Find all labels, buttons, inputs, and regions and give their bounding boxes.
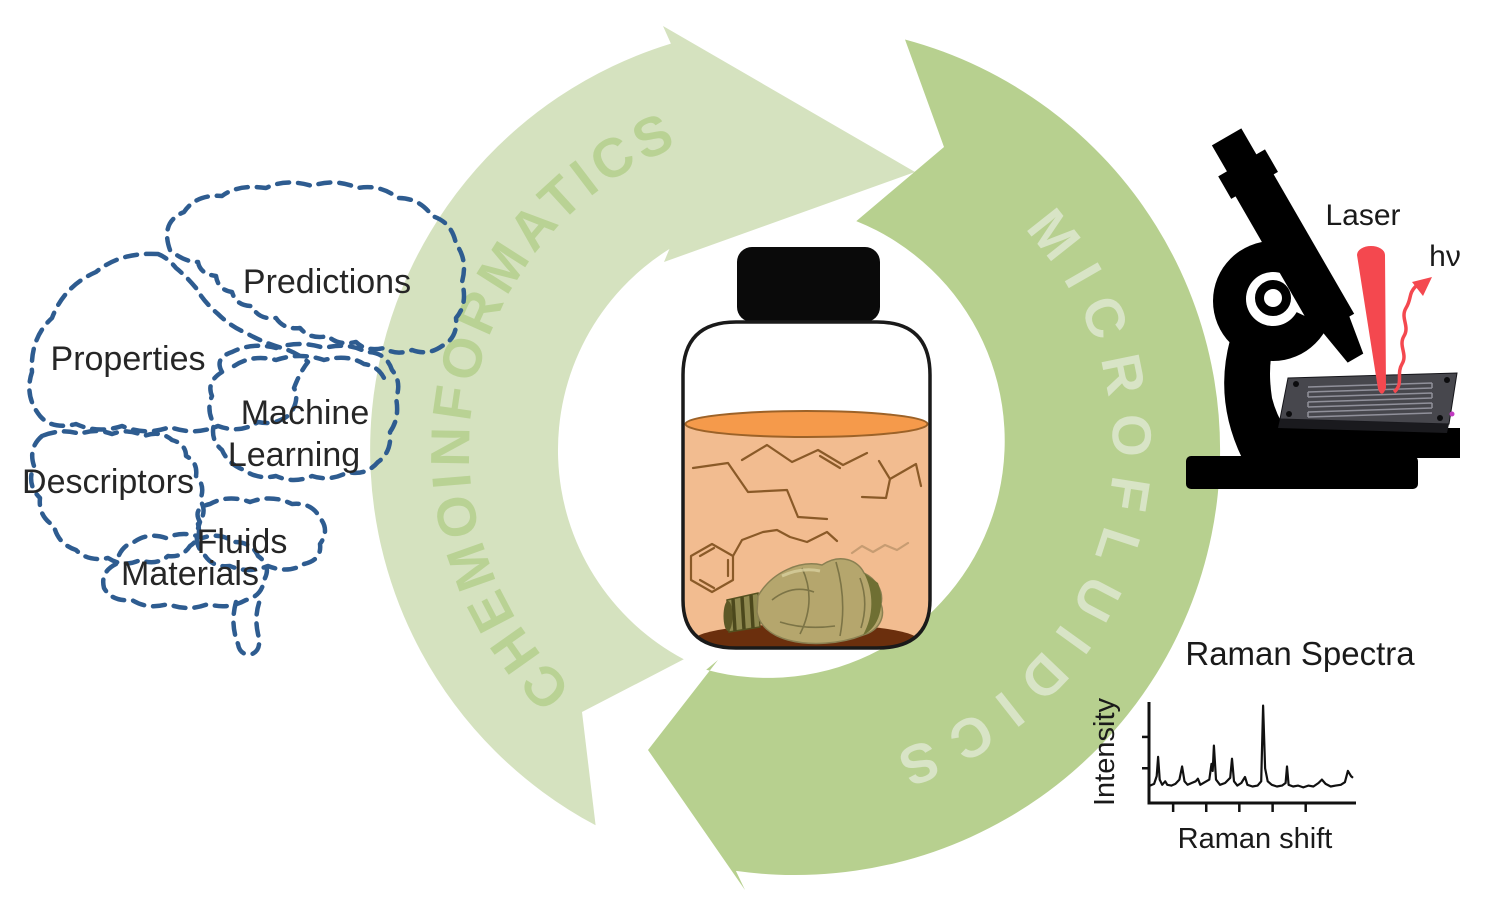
spectrum-xlabel: Raman shift [1178,823,1333,855]
brain-lobe-fluids [194,496,328,573]
dissolved-molecules [689,443,923,594]
bottle-neck-rings [731,594,755,632]
spectrum-ylabel: Intensity [1089,698,1121,806]
molecule-alkene-chain [740,443,869,467]
brain-lobe-machine-learning [207,341,401,483]
chip-corner-screws [1286,377,1450,421]
brain-lobe-materials [101,531,270,611]
spectrum-x-ticks [1171,803,1307,812]
brain-lobe-predictions [164,180,467,355]
microscope-tube [1211,128,1364,363]
laser-beam [1357,246,1386,394]
laser-label: Laser [1325,199,1400,232]
label-fluids: Fluids [197,523,288,561]
chip-front-edge [1278,419,1449,433]
bottle-highlight [781,568,821,578]
sample-jar [681,247,932,650]
molecule-faint-zigzag [850,541,910,555]
brain-stem [231,597,263,657]
jar-cap [737,247,880,322]
label-machine: Machine [241,394,370,432]
scattered-photon-arrow [1392,277,1432,394]
brain-labels: Predictions Properties Machine Learning … [22,263,411,593]
label-predictions: Predictions [243,263,411,301]
spectrum-curve [1149,704,1354,789]
raman-spectrum-plot: Raman Spectra Intensity Raman shift [1089,635,1415,855]
molecule-double-bond [818,454,842,470]
photon-wavy-line [1392,284,1418,394]
label-learning: Learning [228,436,360,474]
label-descriptors: Descriptors [22,463,194,501]
spectrum-axes [1147,702,1356,805]
molecule-phenyl-ring [689,542,735,594]
objective-nosepiece [1320,313,1364,363]
chip-marker-dot [1449,411,1455,417]
photon-arrowhead [1412,277,1432,296]
spectrum-y-ticks [1142,735,1149,770]
microfluidic-chip [1278,372,1458,433]
bottle-end-cap [863,573,882,635]
spectrum-title: Raman Spectra [1185,635,1415,672]
brain-lobe-properties [27,251,311,434]
focus-knob-ring [1255,280,1291,316]
molecule-branched-alkane [860,459,923,500]
brain-sulcus-inner [231,353,387,381]
label-properties: Properties [51,340,206,378]
molecule-phenyl-chain [731,528,839,558]
microscope-pillar [1224,340,1310,458]
tube-flange [1218,149,1278,199]
brain-diagram [27,180,467,657]
label-materials: Materials [121,555,259,593]
crushed-plastic-bottle [723,558,884,645]
optical-tube [1233,170,1355,336]
chip-serpentine-channels [1307,382,1433,418]
cycle-arc-right [648,39,1221,890]
jar-liquid-surface [684,410,929,438]
bottle-creases [771,561,866,637]
bottle-opening [723,601,733,631]
stage-arm [1282,428,1460,458]
molecule-zigzag-left [691,461,829,521]
microscope [1186,128,1460,489]
cycle-arc-left [370,26,916,826]
microscope-base [1186,456,1418,489]
photon-label: hν [1429,240,1461,273]
